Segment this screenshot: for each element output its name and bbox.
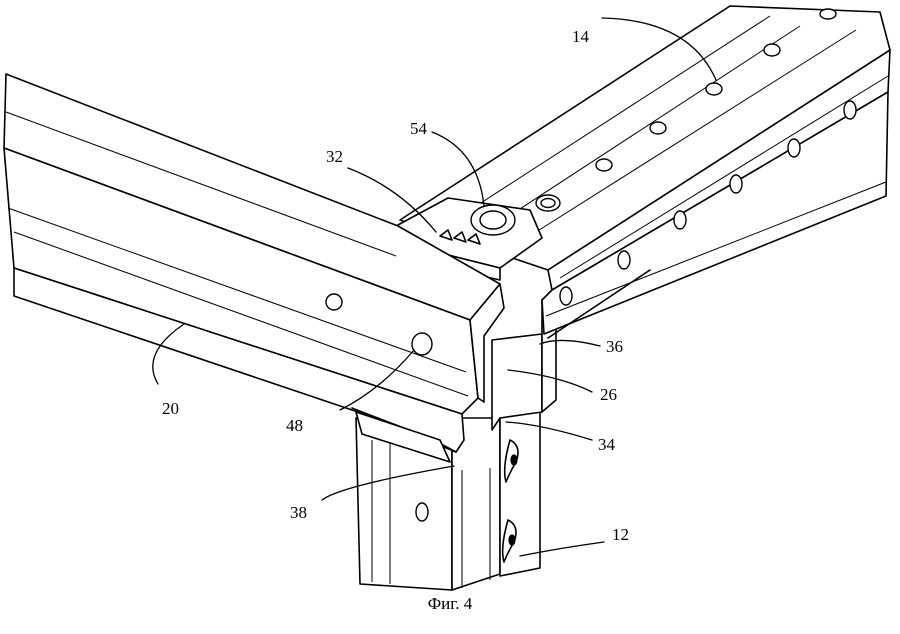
label-34: 34 xyxy=(598,435,616,454)
beam-14 xyxy=(399,5,891,339)
beam-20 xyxy=(3,73,505,463)
label-38: 38 xyxy=(290,503,307,522)
figure-caption: Фиг. 4 xyxy=(427,594,473,613)
label-48: 48 xyxy=(286,416,303,435)
label-32: 32 xyxy=(326,147,343,166)
label-14: 14 xyxy=(572,27,590,46)
leader-lines xyxy=(152,17,717,557)
reference-labels: 14 54 32 36 26 20 48 34 38 12 xyxy=(162,27,629,544)
post-12 xyxy=(355,411,541,591)
label-26: 26 xyxy=(600,385,617,404)
label-12: 12 xyxy=(612,525,629,544)
label-36: 36 xyxy=(606,337,623,356)
label-54: 54 xyxy=(410,119,428,138)
label-20: 20 xyxy=(162,399,179,418)
